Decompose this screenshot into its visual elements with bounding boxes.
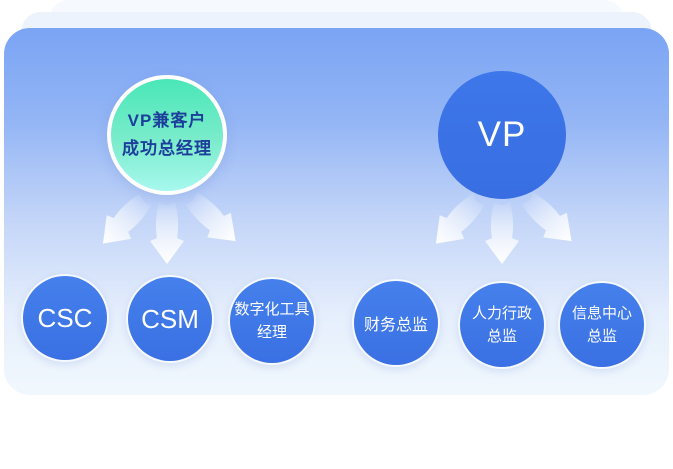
node-label: VP兼客户 成功总经理 xyxy=(122,110,212,158)
node-label: 人力行政 总监 xyxy=(471,304,532,345)
node-label: CSM xyxy=(141,303,199,334)
node-label: CSC xyxy=(37,302,93,333)
node-digital-tools-manager: 数字化工具 经理 xyxy=(228,277,316,365)
node-label: 信息中心 总监 xyxy=(571,304,632,345)
node-hr-admin-director: 人力行政 总监 xyxy=(458,281,546,369)
node-csc: CSC xyxy=(21,274,109,362)
node-label: 数字化工具 经理 xyxy=(234,300,310,341)
node-label: VP xyxy=(477,115,527,154)
node-csm: CSM xyxy=(126,275,214,363)
node-info-center-director: 信息中心 总监 xyxy=(558,281,646,369)
node-vp: VP xyxy=(438,71,566,199)
node-vp-customer-success-gm: VP兼客户 成功总经理 xyxy=(107,75,227,195)
node-finance-director: 财务总监 xyxy=(352,279,440,367)
node-label: 财务总监 xyxy=(363,317,428,334)
